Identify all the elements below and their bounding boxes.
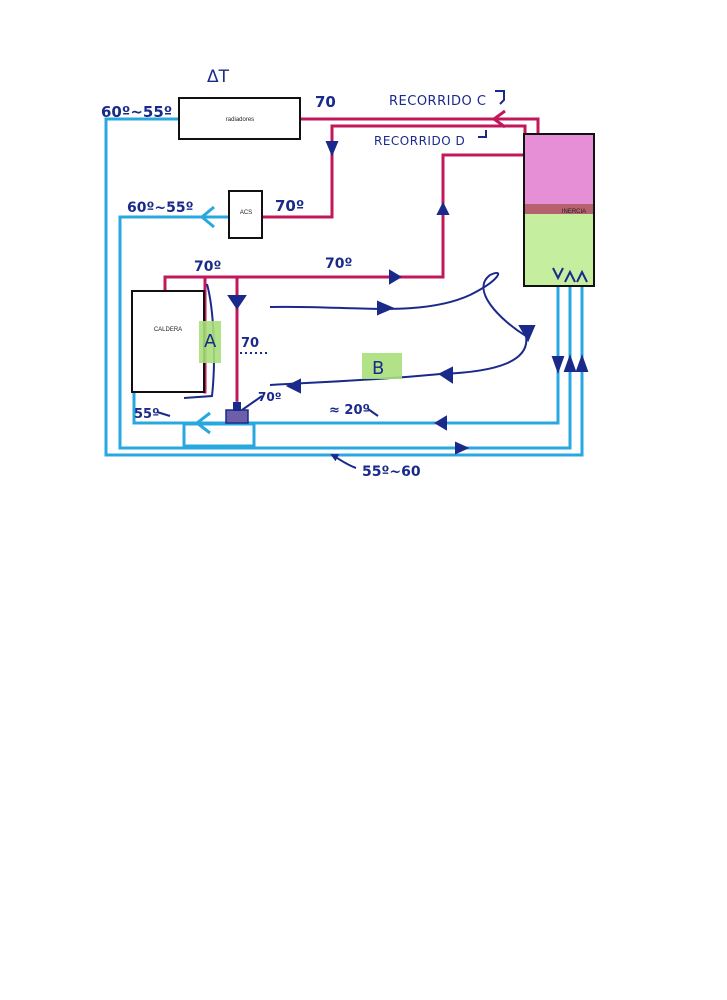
temp-70-left: 70º — [194, 259, 221, 275]
caldera-label: CALDERA — [154, 327, 182, 333]
recorrido-d-hook — [478, 130, 487, 138]
flow-arrow-hot-down — [325, 141, 339, 157]
temp-70-radiadores: 70 — [315, 93, 336, 111]
inercia-tank: INERCIA — [523, 133, 595, 287]
temp-70-acs: 70º — [275, 197, 304, 215]
highlight-b — [362, 353, 402, 379]
caldera-unit: CALDERA — [131, 290, 205, 393]
flow-arrow-boiler-down — [227, 295, 247, 310]
hot-pipe-recorrido-d — [330, 124, 527, 136]
flow-arrow-tank-3 — [575, 354, 589, 372]
inercia-label: INERCIA — [562, 209, 586, 215]
pointer-55 — [156, 411, 171, 417]
loop-b-arrow-4 — [285, 378, 301, 394]
loop-b-arrow-2 — [518, 325, 536, 343]
acs-label: ACS — [240, 210, 252, 216]
mixing-valve-body — [225, 409, 249, 424]
temp-70-valve: 70º — [258, 390, 282, 404]
loop-b-arrow-1 — [377, 300, 395, 316]
flow-arrow-return-left — [434, 415, 447, 431]
flow-arrow-bottom-right — [455, 441, 470, 455]
temp-60-55-acs: 60º~55º — [127, 200, 194, 216]
inercia-box — [523, 133, 595, 287]
inercia-mid-band — [524, 204, 594, 214]
recorrido-d-label: RECORRIDO D — [374, 134, 465, 148]
flow-arrow-hot-right — [389, 269, 402, 285]
delta-t-label: ΔT — [207, 67, 230, 87]
acs-box — [228, 190, 263, 239]
radiadores-box — [178, 97, 301, 140]
cold-pipe-boiler-loop — [132, 281, 560, 425]
cold-flow-arrows — [194, 205, 228, 435]
tank-inlet-arrow-3 — [576, 269, 588, 283]
cold-pipe-acs-return — [118, 215, 572, 450]
flow-arrow-tank-2 — [563, 354, 577, 372]
cold-pipe-outer-loop — [104, 117, 584, 457]
tank-inlet-arrow-2 — [564, 269, 576, 283]
ink-annotations — [156, 90, 589, 469]
temp-60-55-top: 60º~55º — [101, 103, 172, 121]
loop-b-arrow-3 — [438, 366, 453, 384]
temp-20: ≈ 20º — [329, 403, 370, 418]
loop-a-label: A — [204, 331, 217, 352]
recorrido-c-hook — [495, 90, 505, 105]
cold-flow-arrow-mixer — [194, 411, 228, 435]
pointer-70-valve — [241, 395, 263, 411]
caldera-box — [131, 290, 205, 393]
inercia-top-fill — [524, 134, 594, 204]
hot-pipe-boiler-out — [163, 153, 526, 293]
radiadores-unit: radiadores — [178, 97, 301, 140]
recorrido-c-label: RECORRIDO C — [389, 94, 486, 109]
mixing-box — [182, 422, 256, 448]
flow-arrow-tank-1 — [551, 356, 565, 374]
hot-pipe-radiadores — [298, 117, 540, 136]
highlight-a — [199, 321, 221, 363]
temp-55-60-bottom: 55º~60 — [362, 464, 421, 480]
temp-55: 55º — [134, 407, 159, 422]
loop-b-label: B — [372, 358, 384, 379]
temp-70-side: 70 — [241, 336, 259, 351]
flow-arrow-hot-up — [436, 201, 450, 215]
mixing-valve-stem — [233, 402, 241, 411]
mixing-valve — [225, 402, 249, 424]
temp-70-mid: 70º — [325, 256, 352, 272]
hot-flow-arrow-recorrido-c — [491, 109, 525, 129]
acs-unit: ACS — [228, 190, 263, 239]
radiadores-label: radiadores — [226, 117, 254, 123]
tank-inlet-arrow-1 — [552, 267, 564, 281]
cold-flow-arrow-acs — [199, 205, 228, 229]
pointer-55-60 — [330, 454, 357, 469]
pointer-20 — [367, 408, 379, 417]
